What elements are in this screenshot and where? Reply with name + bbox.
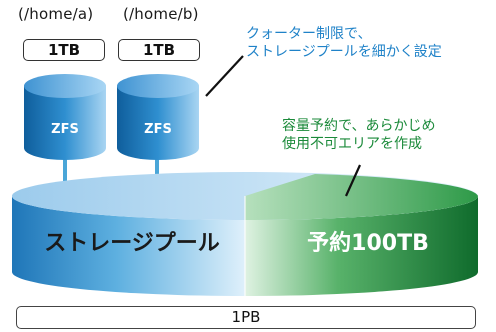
pool-side-blue <box>12 196 245 296</box>
path-label-b: (/home/b) <box>123 5 199 23</box>
reserve-note: 容量予約で、あらかじめ 使用不可エリアを作成 <box>282 117 435 153</box>
fs-label-a: ZFS <box>51 122 79 137</box>
reserve-callout-line <box>344 164 362 197</box>
quota-box-a: 1TB <box>23 39 105 61</box>
quota-callout-line <box>205 55 244 97</box>
quota-note-line-1: クォーター制限で、 <box>246 26 372 42</box>
quota-note: クォーター制限で、 ストレージプールを細かく設定 <box>246 25 442 61</box>
connector-b <box>155 158 159 188</box>
reserved-side-green <box>245 196 478 296</box>
reserved-top-green <box>245 174 478 220</box>
reserve-note-line-1: 容量予約で、あらかじめ <box>282 118 436 134</box>
reserve-note-line-2: 使用不可エリアを作成 <box>282 136 422 152</box>
zfs-cylinder-b <box>117 74 199 160</box>
quota-box-b: 1TB <box>118 39 200 61</box>
reserved-label: 予約100TB <box>307 230 429 256</box>
zfs-cylinder-a <box>24 74 106 160</box>
capacity-box: 1PB <box>16 306 476 329</box>
path-label-a: (/home/a) <box>18 5 94 23</box>
pool-label: ストレージプール <box>44 231 220 256</box>
quota-note-line-2: ストレージプールを細かく設定 <box>246 44 442 60</box>
fs-label-b: ZFS <box>144 122 172 137</box>
connector-a <box>63 158 67 188</box>
